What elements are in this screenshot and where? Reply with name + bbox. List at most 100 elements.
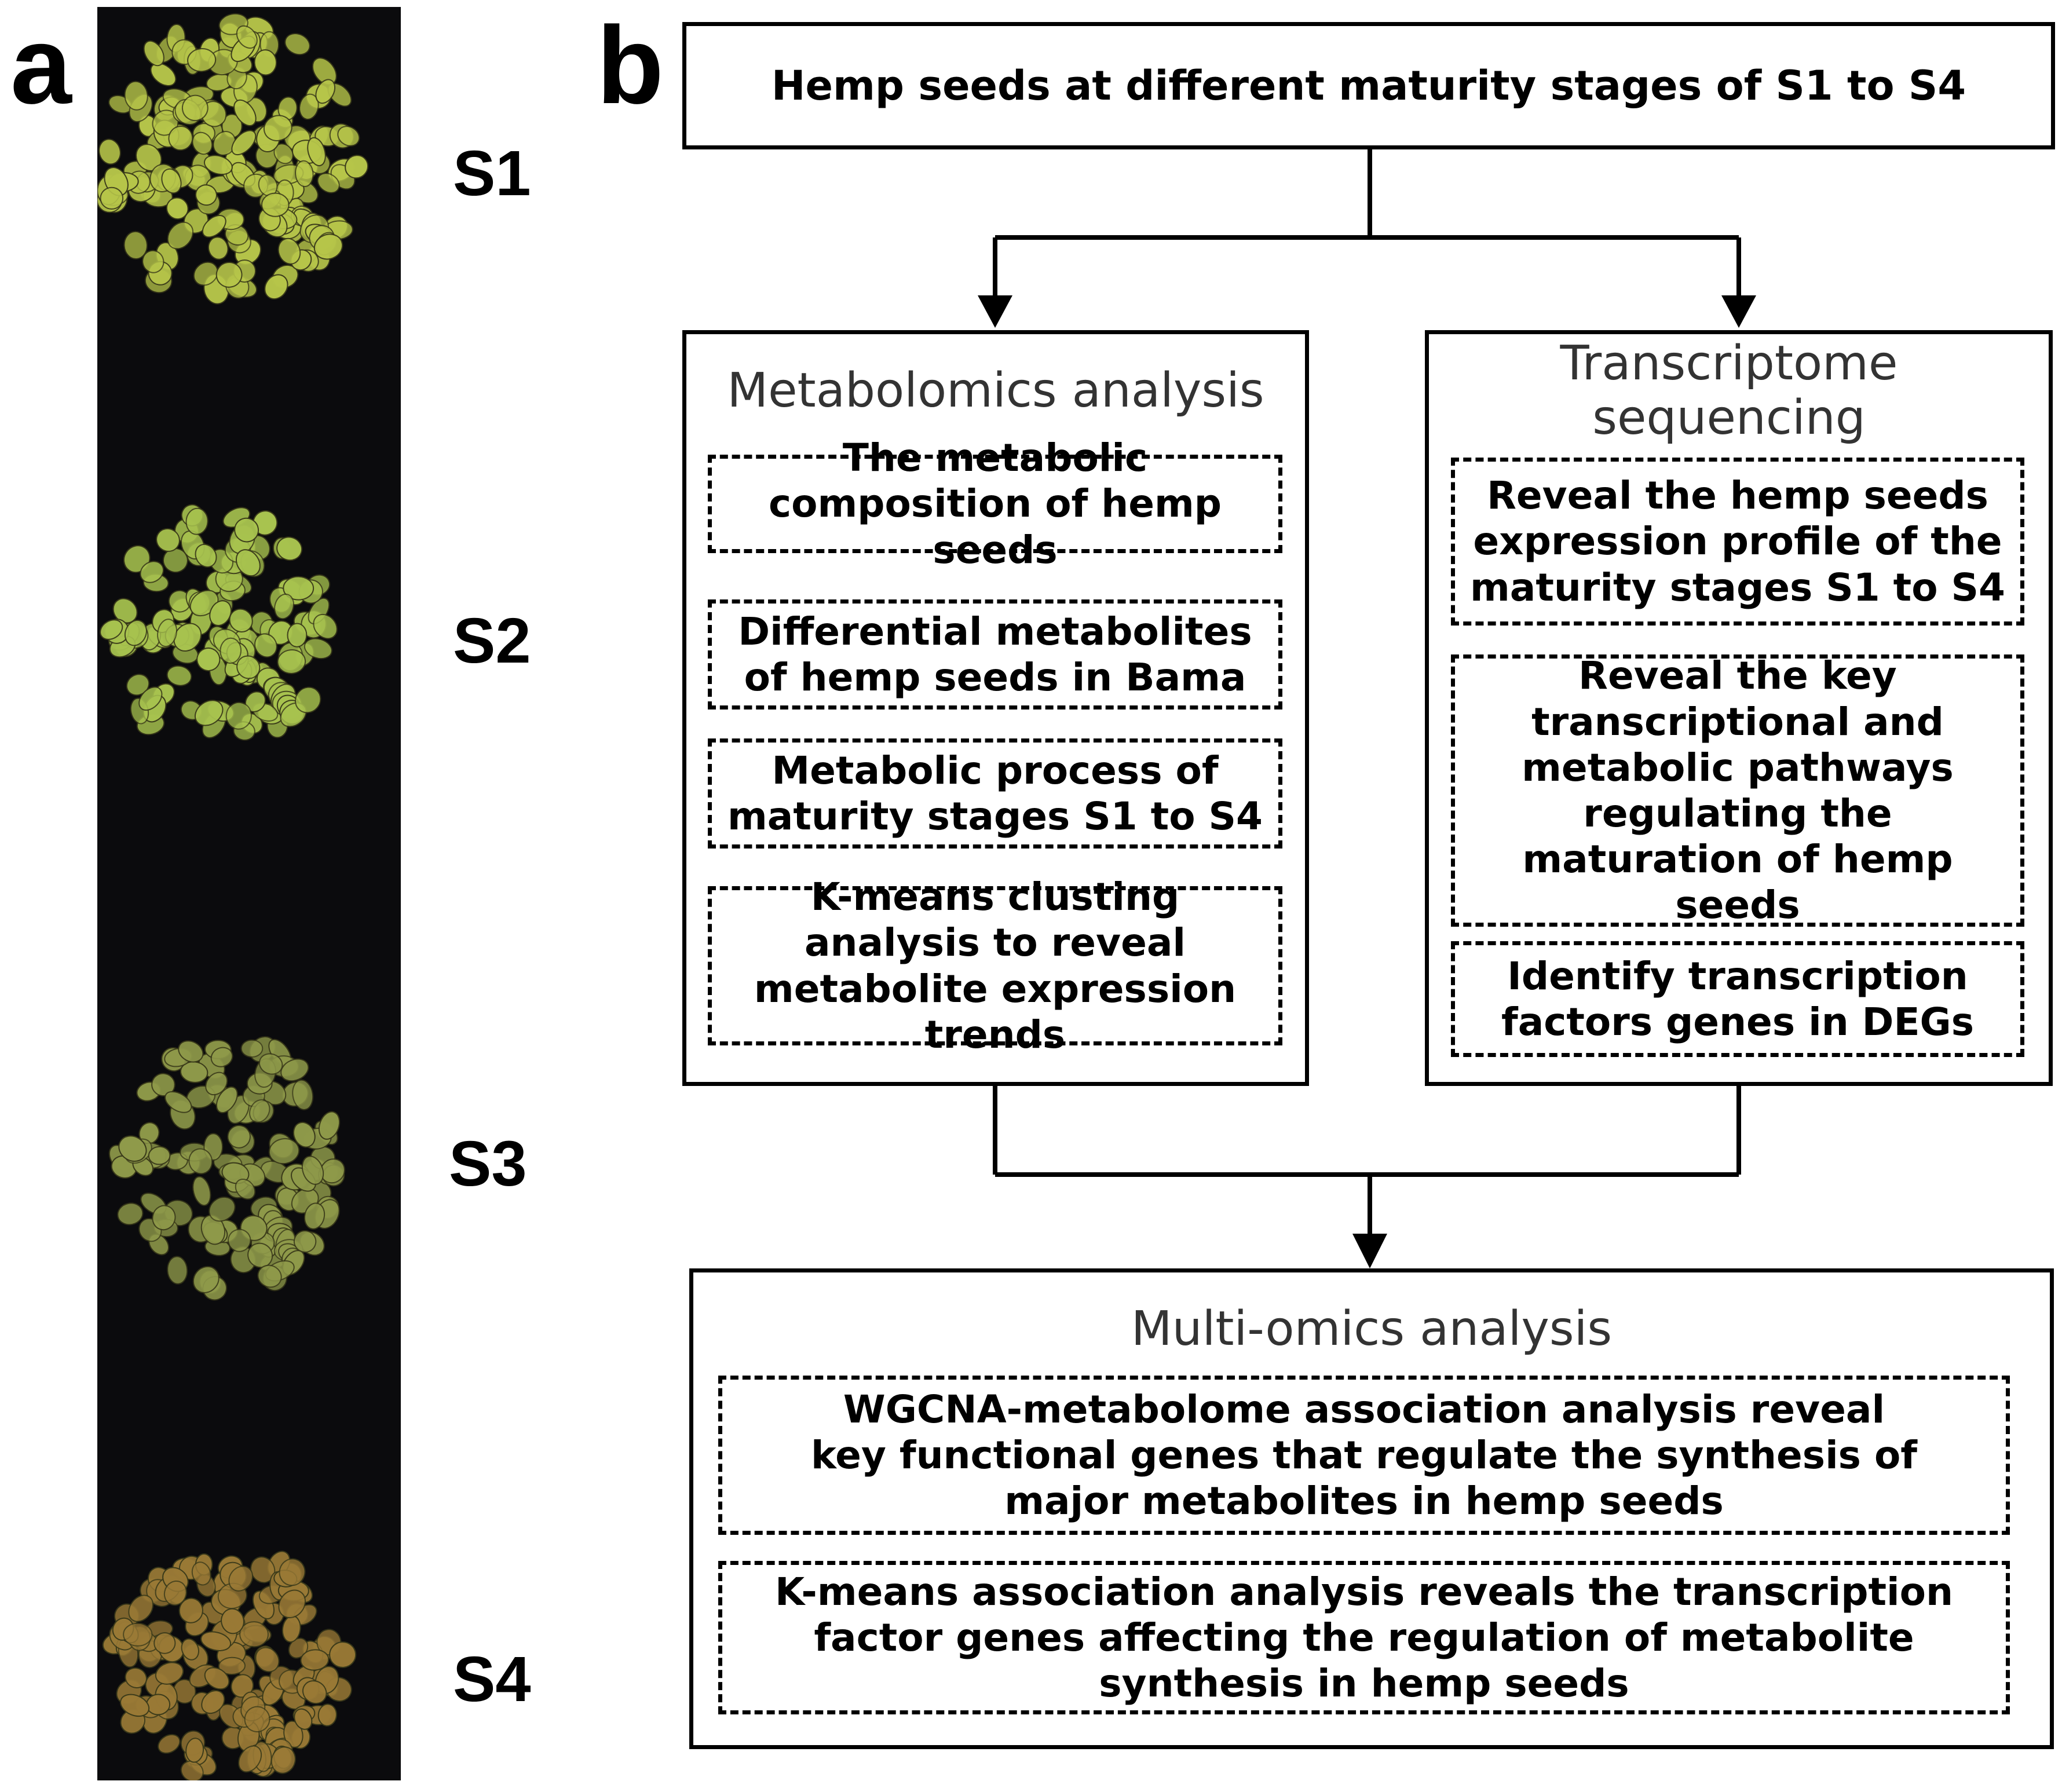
seed <box>123 1622 153 1647</box>
seed <box>277 649 306 674</box>
seed <box>261 192 290 217</box>
seed <box>254 633 277 658</box>
seed <box>236 655 261 679</box>
seed <box>225 701 252 730</box>
seed <box>313 233 343 260</box>
seed <box>180 1760 204 1782</box>
top-box <box>682 22 2055 149</box>
panel-letter-b: b <box>597 4 664 127</box>
seed <box>209 1196 236 1222</box>
seed <box>167 1256 188 1285</box>
seed <box>304 1202 326 1230</box>
transcriptome-item-1: Reveal the hemp seeds expression profile… <box>1470 473 2005 610</box>
seed <box>118 1135 147 1162</box>
seed <box>100 619 123 640</box>
top-box-text: Hemp seeds at different maturity stages … <box>771 62 1966 109</box>
seed <box>140 561 164 583</box>
seed <box>195 184 217 206</box>
seed <box>320 1158 345 1184</box>
seed <box>200 1631 232 1651</box>
seed <box>228 1566 254 1592</box>
seed <box>128 1594 154 1622</box>
metabolomics-item-1: The metabolic composition of hemp seeds <box>768 436 1222 572</box>
seed <box>255 1647 280 1673</box>
seed <box>218 1656 246 1676</box>
multiomics-box <box>689 1268 2054 1749</box>
stage-label-s4: S4 <box>453 1644 531 1715</box>
seed <box>163 1580 187 1606</box>
metabolomics-item-3-box <box>708 738 1282 849</box>
seed <box>293 1121 316 1148</box>
seed <box>227 1125 251 1149</box>
seed <box>192 1266 220 1293</box>
seed <box>124 619 147 646</box>
seed <box>200 1215 226 1245</box>
seed <box>173 623 202 652</box>
seed <box>123 231 148 259</box>
seed <box>231 130 257 156</box>
transcriptome-item-2: Reveal the key transcriptional and metab… <box>1522 653 1954 928</box>
seed <box>209 600 232 626</box>
seed <box>196 647 221 672</box>
seed <box>315 79 336 104</box>
metabolomics-item-2-box <box>708 599 1282 710</box>
seed <box>263 115 293 141</box>
seed <box>202 215 226 238</box>
seed <box>125 1667 147 1689</box>
seed-photo <box>96 13 369 1782</box>
seed <box>143 40 164 67</box>
seed <box>193 261 218 286</box>
seed <box>300 1649 330 1671</box>
stage-label-s2: S2 <box>453 605 531 676</box>
stage-label-s1: S1 <box>453 138 531 209</box>
seed <box>192 1176 211 1206</box>
seed-cluster-s4 <box>102 1550 357 1782</box>
seed <box>301 1155 324 1185</box>
seed <box>194 700 224 726</box>
seed <box>274 593 294 620</box>
seed <box>280 1058 309 1082</box>
seed-cluster-s3 <box>108 1036 345 1301</box>
seed <box>284 33 310 56</box>
transcriptome-box <box>1425 330 2053 1086</box>
metabolomics-item-1-box <box>708 455 1282 553</box>
seed <box>287 623 308 648</box>
seed <box>152 1205 176 1231</box>
seed <box>247 1242 273 1268</box>
multiomics-item-2: K-means association analysis reveals the… <box>775 1569 1953 1706</box>
seed <box>240 1039 264 1058</box>
seed <box>302 1680 327 1705</box>
seed <box>188 1148 213 1175</box>
seed-photo-panel <box>96 7 401 1782</box>
seed <box>178 1040 204 1063</box>
seed <box>345 155 369 179</box>
transcriptome-item-2-box <box>1451 654 2024 927</box>
seed <box>156 528 180 552</box>
seed <box>192 131 213 155</box>
seed <box>317 1703 337 1727</box>
seed <box>318 1111 341 1140</box>
seed <box>155 1662 184 1685</box>
seed <box>148 1146 171 1165</box>
arrowhead-multiomics <box>1352 1234 1387 1268</box>
seed <box>270 1746 296 1774</box>
seed <box>178 1597 203 1623</box>
seed <box>98 138 121 165</box>
transcriptome-item-1-box <box>1451 458 2024 626</box>
seed <box>157 619 177 648</box>
seed <box>234 517 259 543</box>
seed <box>201 1690 225 1714</box>
seed <box>249 1099 270 1123</box>
seed <box>294 686 321 714</box>
seed <box>195 543 217 568</box>
seed <box>329 1641 357 1668</box>
seed <box>233 99 257 126</box>
seed <box>215 1086 238 1113</box>
multiomics-item-1-box <box>718 1376 2010 1535</box>
seed <box>150 63 177 86</box>
panel-letter-a: a <box>10 4 72 127</box>
seed <box>264 274 288 300</box>
seed <box>215 261 243 288</box>
seed <box>221 1608 244 1634</box>
seed <box>162 547 188 573</box>
